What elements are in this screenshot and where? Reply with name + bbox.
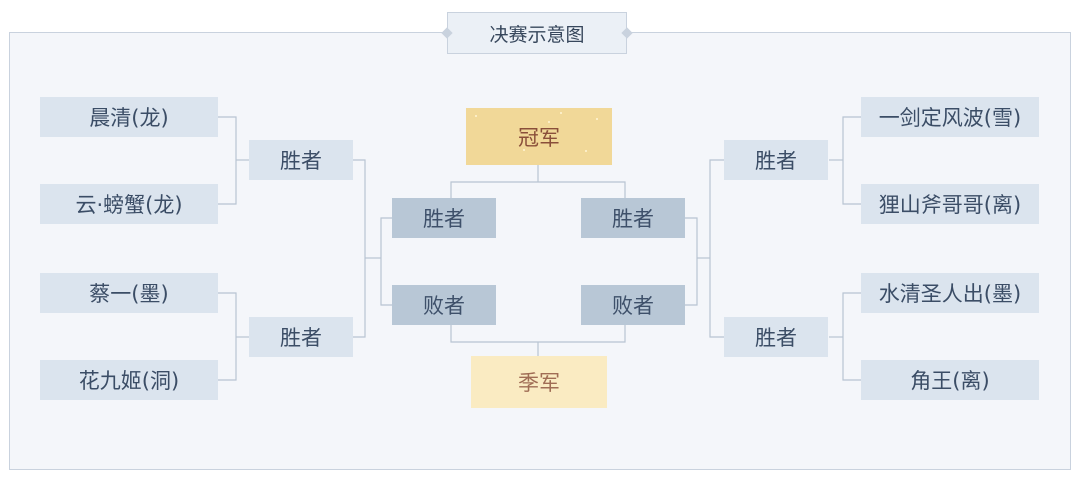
connector-champion [450, 181, 626, 198]
champion-sparkle [548, 121, 550, 123]
player-left-2: 云·螃蟹(龙) [40, 184, 218, 224]
champion-sparkle [475, 115, 477, 117]
player-right-2: 狸山斧哥哥(离) [861, 184, 1039, 224]
diagram-title: 决赛示意图 [447, 12, 627, 54]
connector-left-semis [380, 217, 392, 306]
connector-right-semis [685, 217, 698, 306]
connector-right-winners [709, 159, 724, 338]
champion-label: 冠军 [518, 125, 560, 150]
connector-right-pair-2 [842, 292, 861, 381]
winner-left-1: 胜者 [249, 140, 353, 180]
champion-sparkle [523, 149, 525, 151]
player-left-1: 晨清(龙) [40, 97, 218, 137]
champion-sparkle [585, 150, 587, 152]
champion-box: 冠军 [466, 108, 612, 165]
semi-left-loser: 败者 [392, 285, 496, 325]
player-right-4: 角王(离) [861, 360, 1039, 400]
champion-sparkle [596, 118, 598, 120]
winner-right-2: 胜者 [724, 317, 828, 357]
semi-right-loser: 败者 [581, 285, 685, 325]
connector-left-pair-1 [218, 116, 237, 205]
player-right-3: 水清圣人出(墨) [861, 273, 1039, 313]
connector-third [450, 325, 626, 343]
winner-right-1: 胜者 [724, 140, 828, 180]
semi-right-winner: 胜者 [581, 198, 685, 238]
player-left-3: 蔡一(墨) [40, 273, 218, 313]
player-left-4: 花九姬(洞) [40, 360, 218, 400]
connector-right-pair-1 [842, 116, 861, 205]
semi-left-winner: 胜者 [392, 198, 496, 238]
connector-left-winners [353, 159, 366, 338]
winner-left-2: 胜者 [249, 317, 353, 357]
connector-left-pair-2 [218, 292, 237, 381]
player-right-1: 一剑定风波(雪) [861, 97, 1039, 137]
third-place-box: 季军 [471, 356, 607, 408]
champion-sparkle [560, 112, 562, 114]
